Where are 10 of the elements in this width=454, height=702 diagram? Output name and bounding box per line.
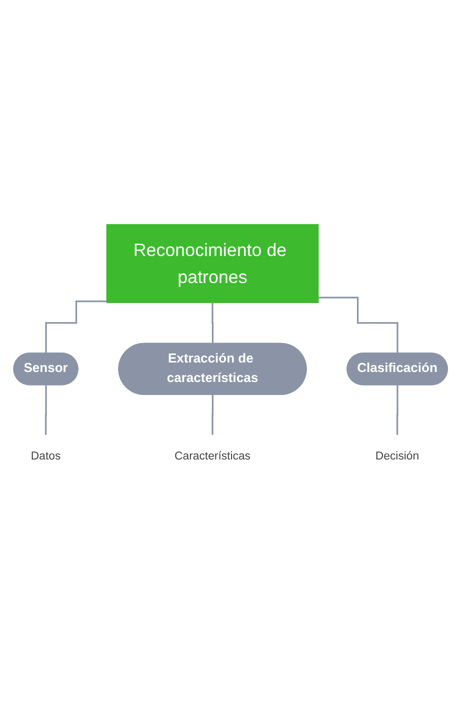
connector — [318, 297, 398, 355]
connector — [45, 300, 107, 355]
connector — [212, 302, 214, 345]
node-box: Reconocimiento de patrones — [106, 224, 319, 304]
node-text: Características — [174, 449, 250, 462]
connector — [212, 394, 214, 436]
connector — [396, 384, 398, 436]
connector — [45, 384, 48, 436]
node-text: Datos — [30, 449, 61, 462]
node-text: Decisión — [375, 449, 420, 462]
